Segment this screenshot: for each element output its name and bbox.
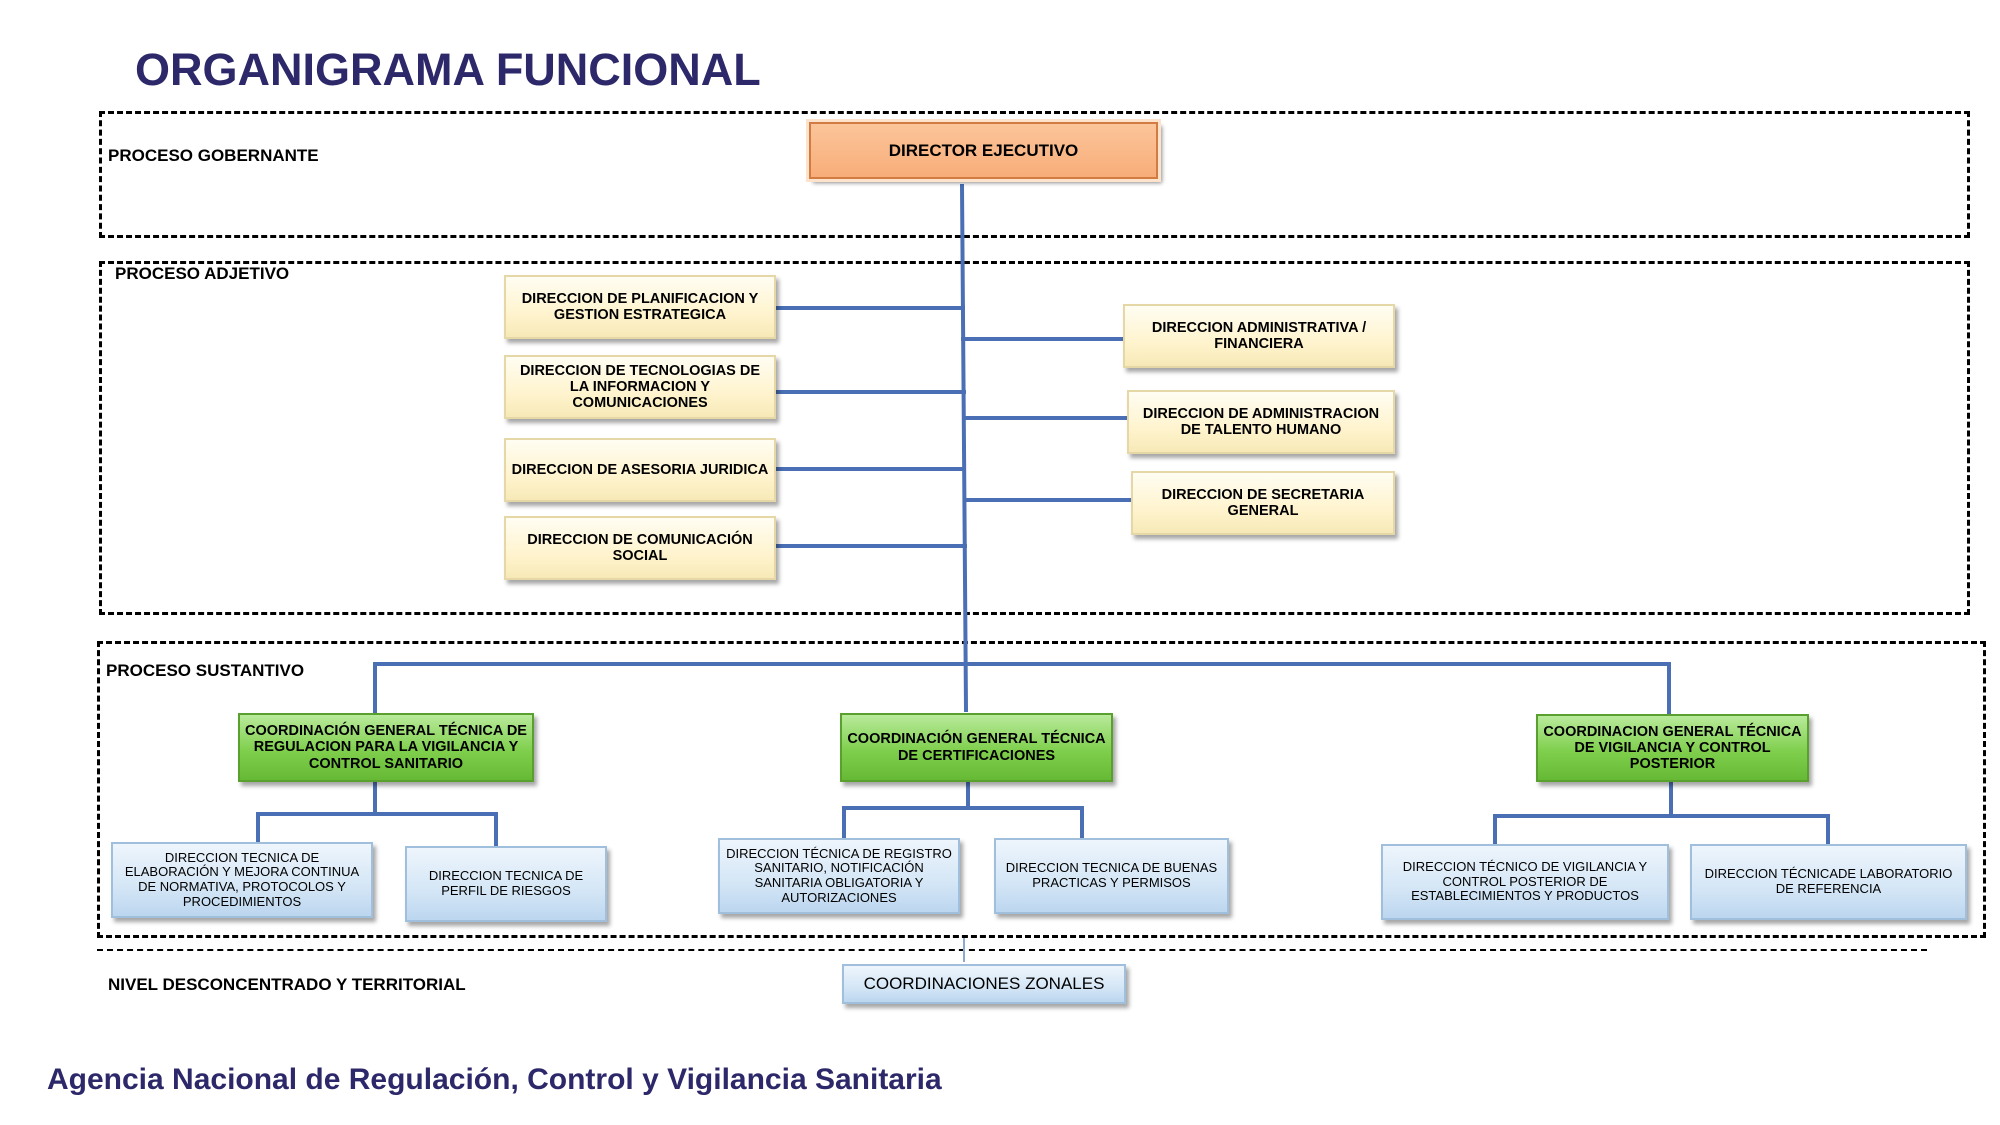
section-label-sustantivo: PROCESO SUSTANTIVO — [106, 661, 305, 680]
adjetivo-section-frame — [99, 261, 1970, 615]
tecnologias-box[interactable]: DIRECCION DE TECNOLOGIAS DE LA INFORMACI… — [504, 355, 776, 419]
coordinacion-vigilancia-box[interactable]: COORDINACION GENERAL TÉCNICA DE VIGILANC… — [1536, 714, 1809, 782]
coordinaciones-zonales-box[interactable]: COORDINACIONES ZONALES — [842, 964, 1126, 1004]
secretaria-general-box[interactable]: DIRECCION DE SECRETARIA GENERAL — [1131, 471, 1395, 535]
page-title: ORGANIGRAMA FUNCIONAL — [135, 44, 761, 95]
talento-humano-box[interactable]: DIRECCION DE ADMINISTRACION DE TALENTO H… — [1127, 390, 1395, 454]
section-label-gobernante: PROCESO GOBERNANTE — [108, 146, 319, 165]
direccion-normativa-box[interactable]: DIRECCION TECNICA DE ELABORACIÓN Y MEJOR… — [111, 842, 373, 918]
direccion-vigilancia-establecimientos-box[interactable]: DIRECCION TÉCNICO DE VIGILANCIA Y CONTRO… — [1381, 844, 1669, 920]
planificacion-box[interactable]: DIRECCION DE PLANIFICACION Y GESTION EST… — [504, 275, 776, 339]
direccion-laboratorio-box[interactable]: DIRECCION TÉCNICADE LABORATORIO DE REFER… — [1690, 844, 1967, 920]
coordinacion-certificaciones-box[interactable]: COORDINACIÓN GENERAL TÉCNICA DE CERTIFIC… — [840, 713, 1113, 782]
comunicacion-social-box[interactable]: DIRECCION DE COMUNICACIÓN SOCIAL — [504, 516, 776, 580]
sustantivo-section-frame — [97, 641, 1986, 938]
direccion-registro-sanitario-box[interactable]: DIRECCION TÉCNICA DE REGISTRO SANITARIO,… — [718, 838, 960, 914]
section-label-adjetivo: PROCESO ADJETIVO — [115, 264, 290, 283]
coordinacion-regulacion-box[interactable]: COORDINACIÓN GENERAL TÉCNICA DE REGULACI… — [238, 713, 534, 782]
direccion-perfil-riesgos-box[interactable]: DIRECCION TECNICA DE PERFIL DE RIESGOS — [405, 846, 607, 922]
trunk-connector — [959, 183, 969, 713]
asesoria-juridica-box[interactable]: DIRECCION DE ASESORIA JURIDICA — [504, 438, 776, 502]
director-ejecutivo-box[interactable]: DIRECTOR EJECUTIVO — [806, 119, 1161, 182]
gobernante-section-frame — [99, 111, 1970, 238]
direccion-buenas-practicas-box[interactable]: DIRECCION TECNICA DE BUENAS PRACTICAS Y … — [994, 838, 1229, 914]
footer-agency-name: Agencia Nacional de Regulación, Control … — [47, 1063, 942, 1096]
desconcentrado-separator — [97, 949, 1927, 951]
administrativa-financiera-box[interactable]: DIRECCION ADMINISTRATIVA / FINANCIERA — [1123, 304, 1395, 368]
section-label-desconcentrado: NIVEL DESCONCENTRADO Y TERRITORIAL — [108, 975, 466, 994]
